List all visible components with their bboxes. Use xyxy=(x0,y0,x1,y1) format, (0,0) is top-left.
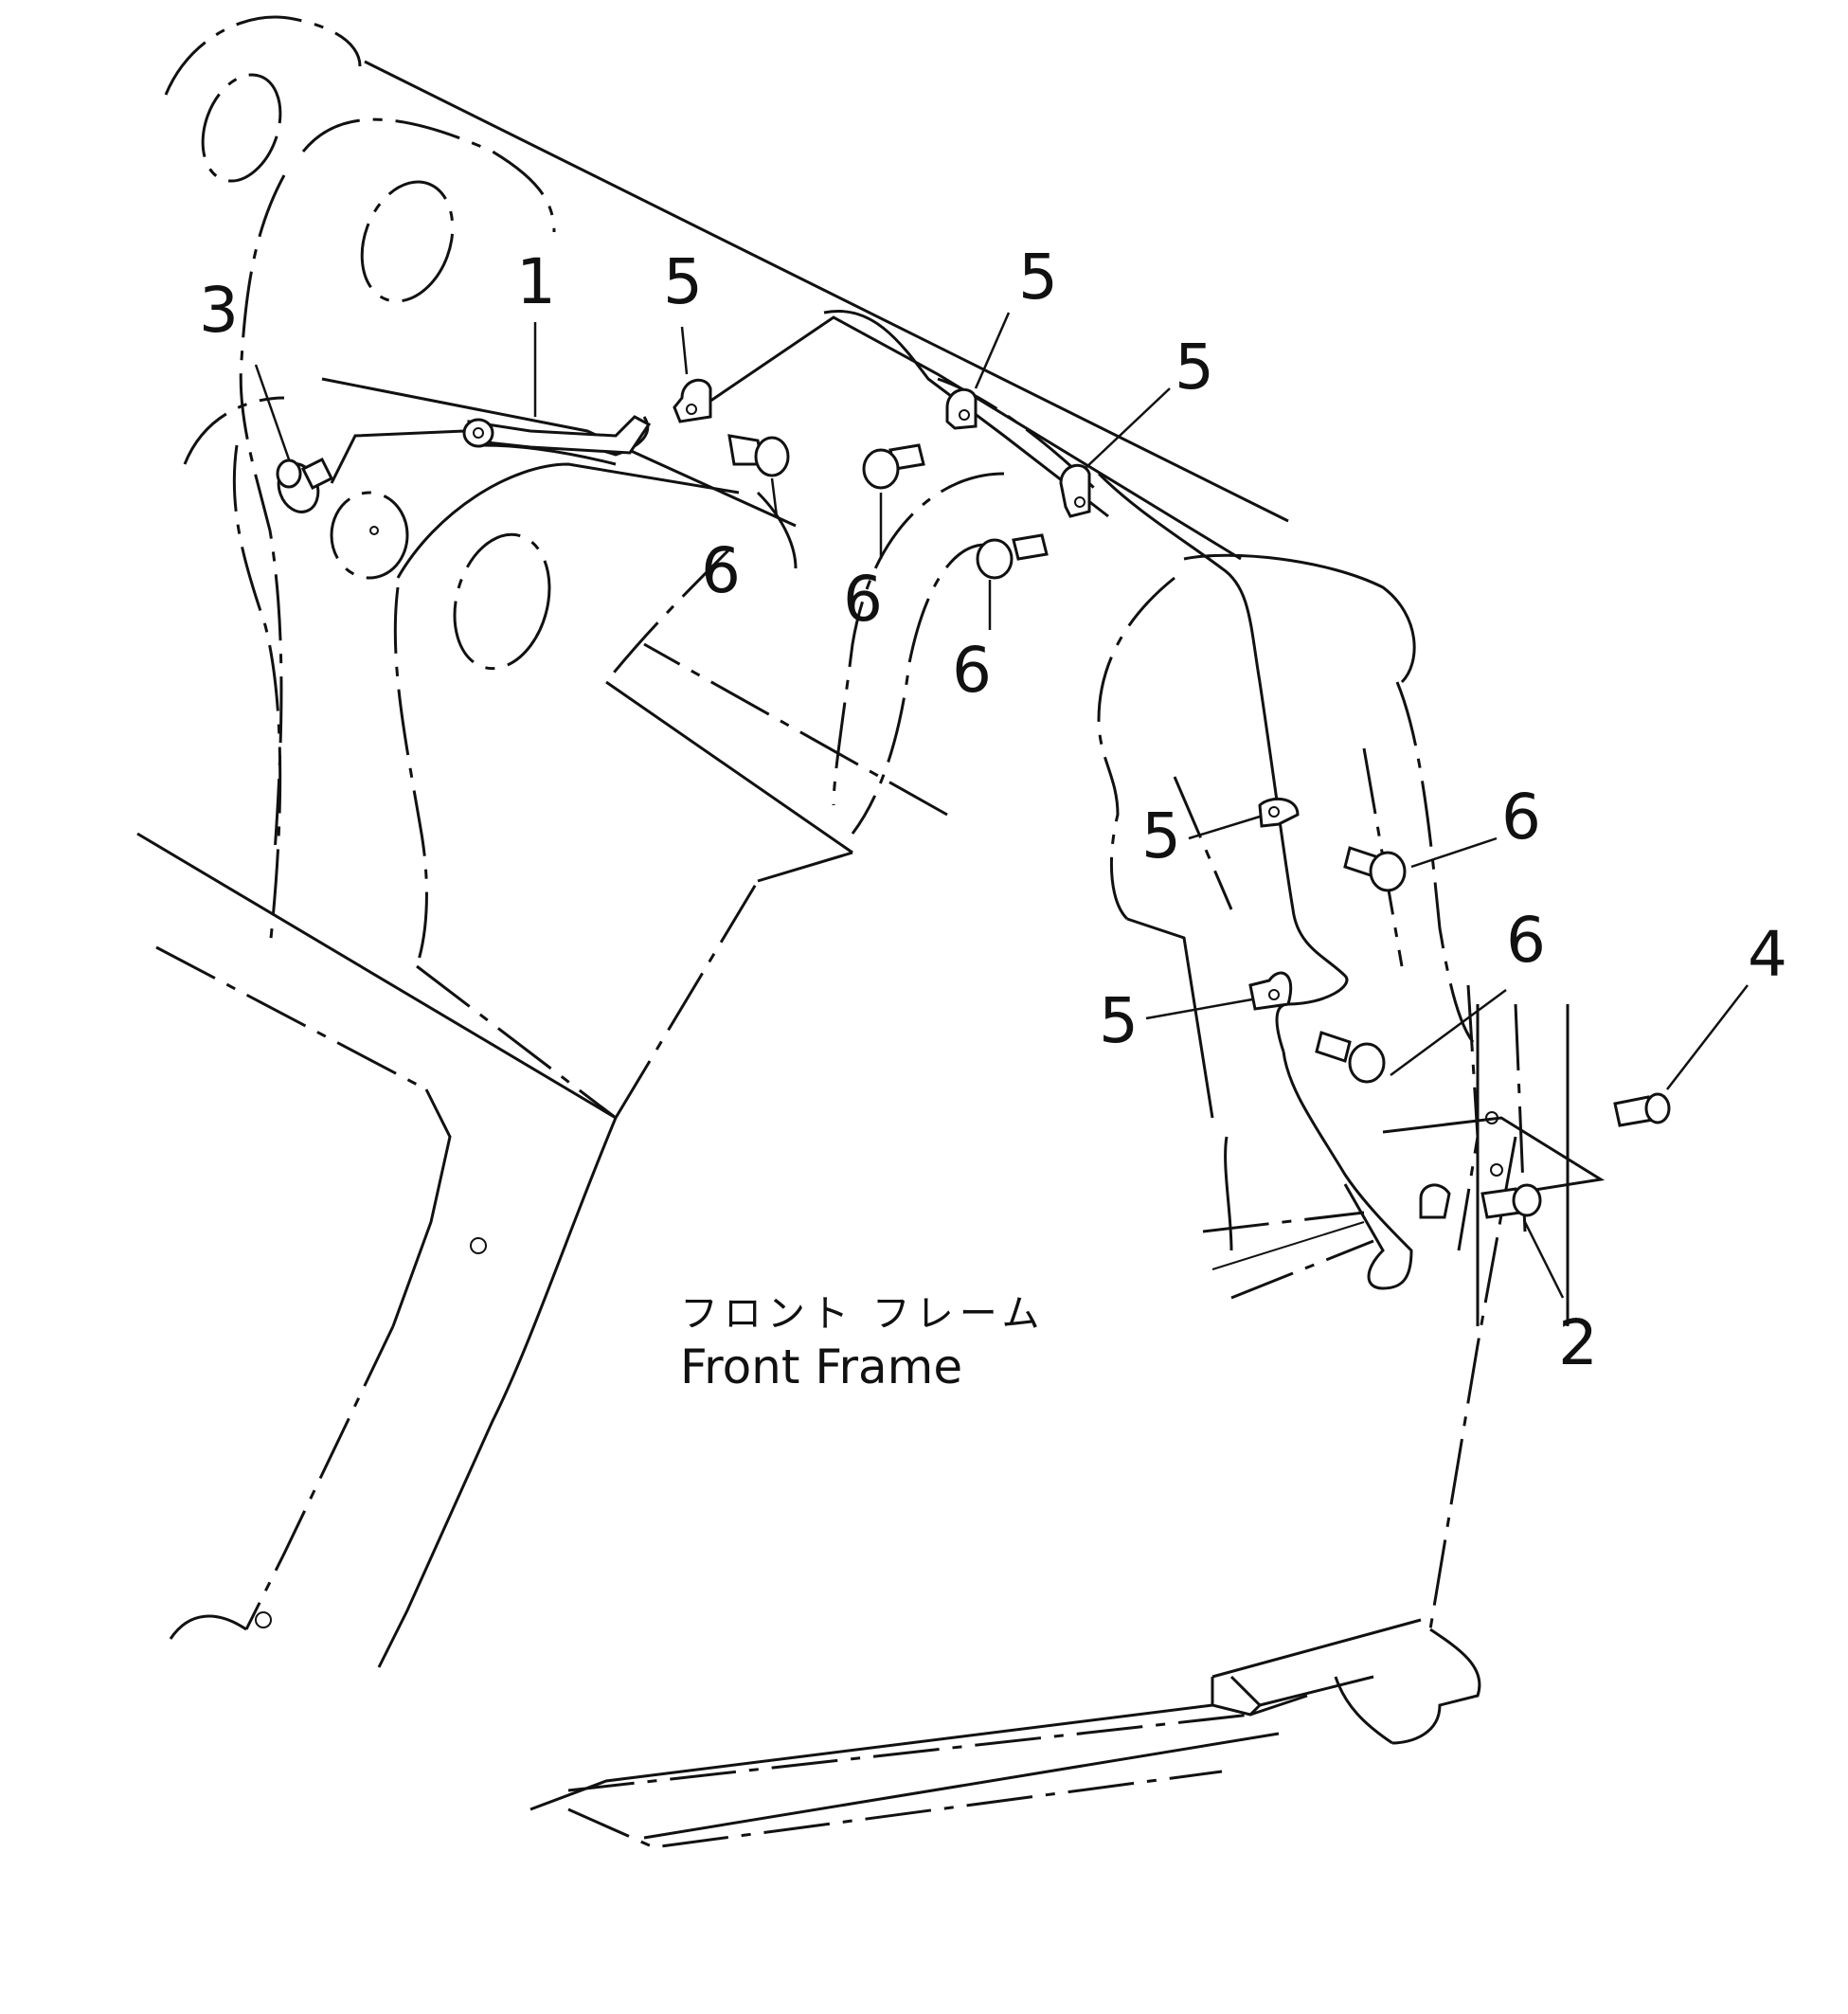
callout-6-e: 6 xyxy=(1506,904,1546,977)
adapter-part-2 xyxy=(1419,1183,1542,1219)
callout-6-a: 6 xyxy=(701,534,741,607)
callout-5-d: 5 xyxy=(1141,800,1181,872)
callout-6-b: 6 xyxy=(843,563,883,636)
callout-5-c: 5 xyxy=(1175,331,1214,404)
callout-6-c: 6 xyxy=(952,634,992,707)
callout-6-d: 6 xyxy=(1501,781,1541,854)
callout-5-a: 5 xyxy=(663,245,703,318)
leader-lines xyxy=(254,312,1749,1299)
caption-english: Front Frame xyxy=(680,1340,962,1394)
frame-caption: フロント フレーム Front Frame xyxy=(680,1292,1046,1394)
callout-2: 2 xyxy=(1558,1306,1598,1379)
callout-3: 3 xyxy=(199,274,239,347)
caption-japanese: フロント フレーム xyxy=(680,1292,1046,1336)
pipe-part-1 xyxy=(462,415,652,455)
clip-part-5 xyxy=(673,378,1300,1011)
bolt-part-6 xyxy=(727,434,1407,1084)
grease-fitting-part-3 xyxy=(276,457,379,535)
callout-labels: 3 1 5 5 5 6 6 6 5 6 6 4 5 2 xyxy=(199,241,1787,1379)
plug-part-4 xyxy=(1613,1092,1671,1127)
callout-5-b: 5 xyxy=(1018,241,1058,314)
callout-1: 1 xyxy=(516,245,556,318)
callout-5-e: 5 xyxy=(1099,984,1139,1057)
grease-pipe xyxy=(330,315,1413,1290)
callout-4: 4 xyxy=(1748,918,1787,991)
front-frame-outline xyxy=(136,15,1606,1849)
